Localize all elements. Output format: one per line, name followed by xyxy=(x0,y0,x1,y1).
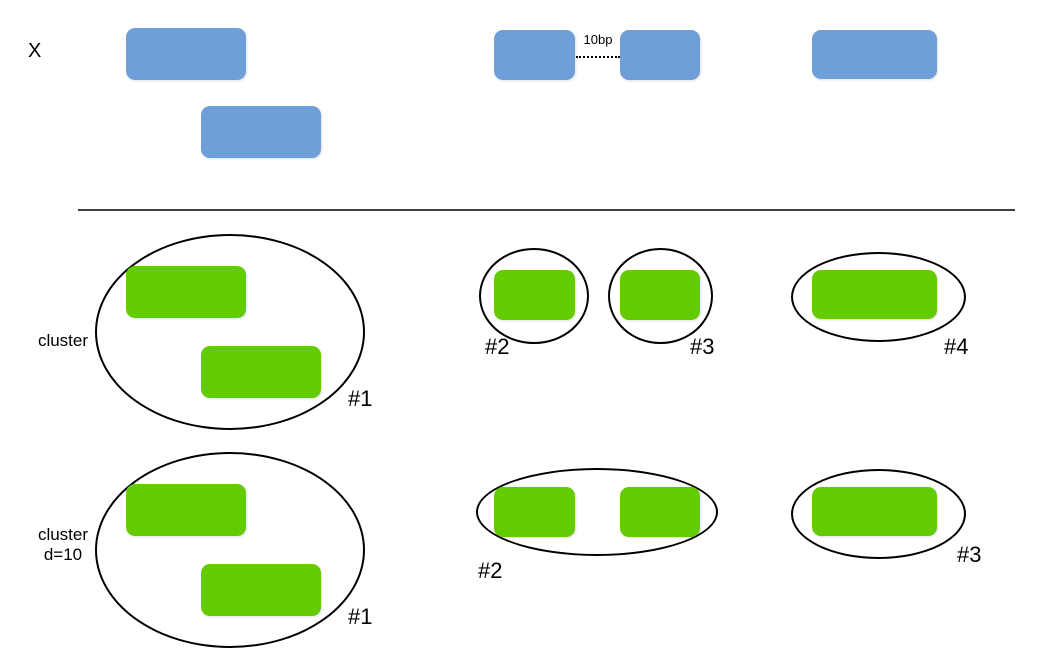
axis-label-x: X xyxy=(28,40,42,62)
cluster-d10-interval-c xyxy=(494,487,575,537)
section-divider xyxy=(78,209,1015,211)
cluster-d10-3-ellipse xyxy=(791,469,966,559)
row-label-cluster-d10-line2: d=10 xyxy=(43,545,83,564)
cluster-interval-d xyxy=(620,270,700,320)
cluster-d10-1-label: #1 xyxy=(348,604,373,629)
cluster-4-label: #4 xyxy=(944,334,969,359)
distance-connector-line xyxy=(576,56,620,58)
row-label-cluster-d10-line1: cluster xyxy=(37,525,89,544)
cluster-d10-interval-a xyxy=(126,484,246,536)
cluster-d10-2-ellipse xyxy=(476,468,718,556)
input-interval-b xyxy=(201,106,321,158)
cluster-interval-b xyxy=(201,346,321,398)
cluster-interval-c xyxy=(494,270,575,320)
input-interval-a xyxy=(126,28,246,80)
input-interval-d xyxy=(620,30,700,80)
cluster-1-ellipse xyxy=(95,234,365,430)
input-interval-c xyxy=(494,30,575,80)
cluster-1-label: #1 xyxy=(348,386,373,411)
distance-label-10bp: 10bp xyxy=(583,32,613,47)
row-label-cluster: cluster xyxy=(37,331,89,350)
input-interval-e xyxy=(812,30,937,79)
cluster-d10-2-label: #2 xyxy=(478,558,503,583)
cluster-2-label: #2 xyxy=(485,334,510,359)
cluster-4-ellipse xyxy=(791,252,966,342)
cluster-d10-interval-e xyxy=(812,487,937,536)
cluster-2-ellipse xyxy=(479,248,589,344)
cluster-d10-3-label: #3 xyxy=(957,542,982,567)
cluster-3-label: #3 xyxy=(690,334,715,359)
cluster-interval-e xyxy=(812,270,937,319)
cluster-3-ellipse xyxy=(608,248,713,344)
cluster-interval-a xyxy=(126,266,246,318)
cluster-d10-interval-b xyxy=(201,564,321,616)
cluster-d10-1-ellipse xyxy=(95,452,365,648)
cluster-d10-interval-d xyxy=(620,487,700,537)
